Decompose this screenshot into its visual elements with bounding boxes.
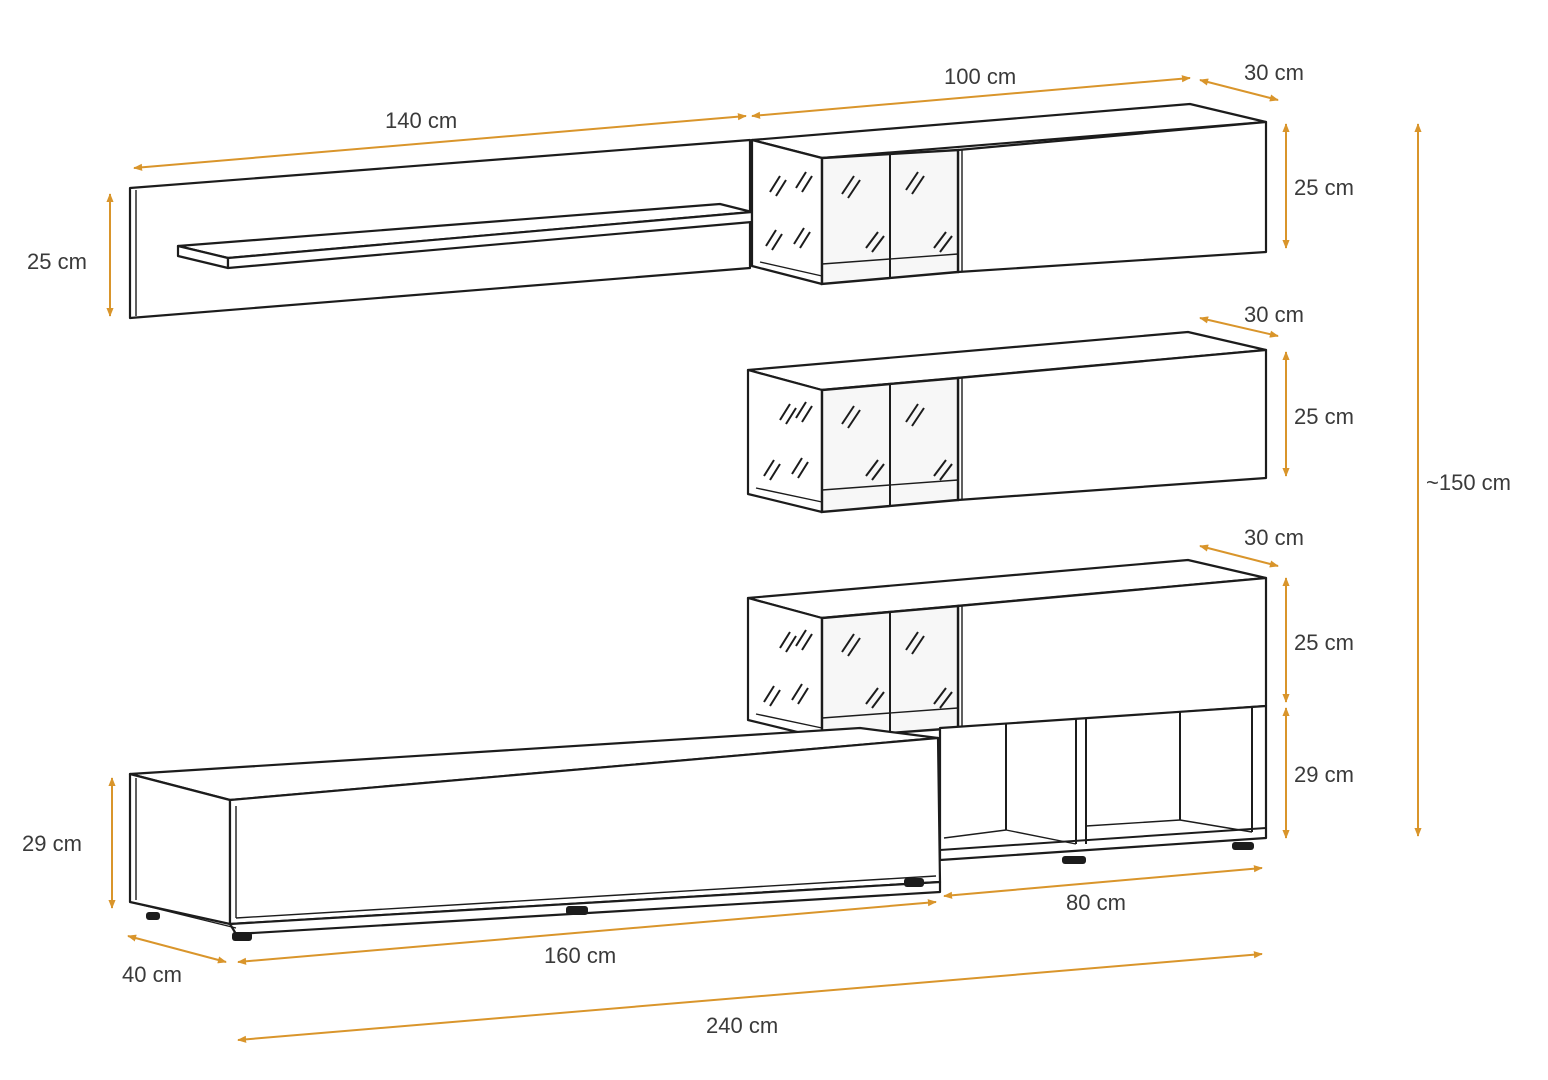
lower-cabinet-glass-glints bbox=[763, 629, 953, 709]
right-tv-unit bbox=[938, 704, 1268, 864]
lower-wall-cabinet bbox=[746, 558, 1268, 740]
dim-line-80 bbox=[943, 865, 1263, 899]
dimension-lines bbox=[106, 75, 1422, 1043]
label-top-depth: 30 cm bbox=[1244, 60, 1304, 85]
dim-line-240 bbox=[237, 951, 1263, 1043]
left-tv-unit bbox=[128, 726, 942, 941]
label-top-panel-width: 140 cm bbox=[385, 108, 457, 133]
top-wall-cabinet bbox=[750, 102, 1268, 286]
label-middle-depth: 30 cm bbox=[1244, 302, 1304, 327]
middle-wall-cabinet bbox=[746, 330, 1268, 514]
label-top-cabinet-height: 25 cm bbox=[1294, 175, 1354, 200]
label-left-tv-width: 160 cm bbox=[544, 943, 616, 968]
label-total-height: ~150 cm bbox=[1426, 470, 1511, 495]
label-top-cabinet-width: 100 cm bbox=[944, 64, 1016, 89]
label-lower-height: 25 cm bbox=[1294, 630, 1354, 655]
dim-line-30-low bbox=[1199, 544, 1279, 568]
dim-line-100 bbox=[751, 75, 1191, 119]
label-lower-depth: 30 cm bbox=[1244, 525, 1304, 550]
dimension-labels: 140 cm 100 cm 30 cm 25 cm 25 cm 30 cm 25… bbox=[22, 60, 1511, 1038]
label-right-tv-width: 80 cm bbox=[1066, 890, 1126, 915]
label-middle-height: 25 cm bbox=[1294, 404, 1354, 429]
dim-line-30-mid bbox=[1199, 316, 1279, 338]
dim-line-140 bbox=[133, 113, 747, 171]
label-right-tv-height: 29 cm bbox=[1294, 762, 1354, 787]
dim-line-40 bbox=[127, 934, 227, 964]
top-cabinet-glass-glints bbox=[765, 171, 953, 253]
label-total-width: 240 cm bbox=[706, 1013, 778, 1038]
label-left-tv-height: 29 cm bbox=[22, 831, 82, 856]
label-left-tv-depth: 40 cm bbox=[122, 962, 182, 987]
label-panel-height: 25 cm bbox=[27, 249, 87, 274]
dim-line-30-top bbox=[1199, 78, 1279, 102]
middle-cabinet-glass-glints bbox=[763, 401, 953, 481]
